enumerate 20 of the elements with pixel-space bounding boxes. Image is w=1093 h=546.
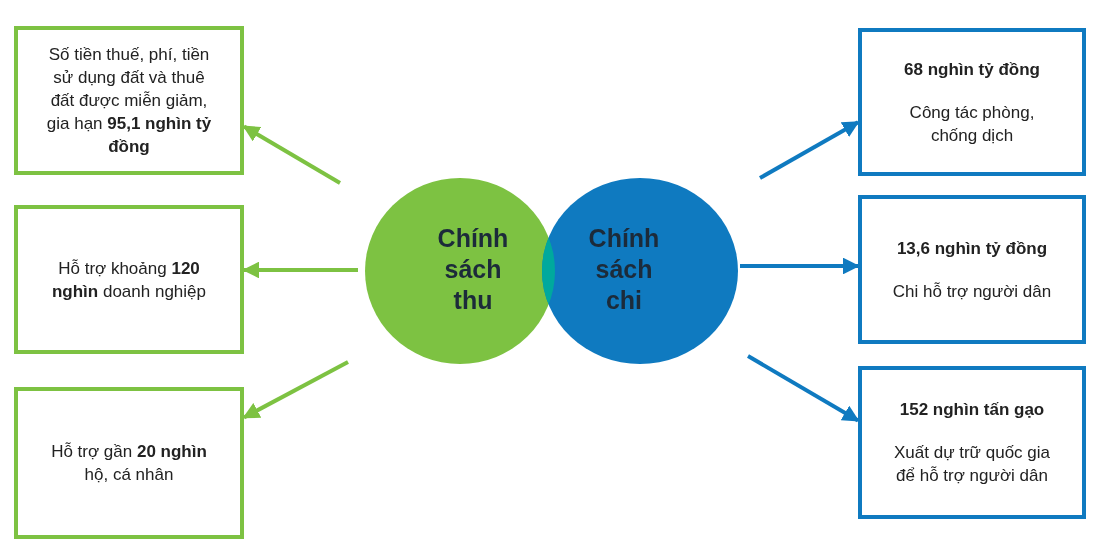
info-box xyxy=(14,26,244,175)
info-box xyxy=(14,205,244,354)
info-box xyxy=(14,387,244,539)
circle-label: Chính sách thu xyxy=(436,223,510,316)
box-text: Số tiền thuế, phí, tiền sử dụng đất và thuê đất được miễn giảm, gia hạn 95,1 nghìn tỷ đồng xyxy=(45,44,213,158)
box-text: Hỗ trợ gần 20 nghìn hộ, cá nhân xyxy=(50,441,208,486)
box-text: Chi hỗ trợ người dân xyxy=(892,280,1052,303)
box-text: Xuất dự trữ quốc gia để hỗ trợ người dân xyxy=(893,442,1051,487)
arrow xyxy=(747,354,860,423)
info-box xyxy=(858,366,1086,519)
info-box xyxy=(858,28,1086,176)
info-box xyxy=(858,195,1086,344)
box-text: Hỗ trợ khoảng 120 nghìn doanh nghiệp xyxy=(50,257,207,303)
box-text: Công tác phòng, chống dịch xyxy=(908,101,1036,147)
box-heading: 13,6 nghìn tỷ đồng xyxy=(896,237,1048,260)
arrow xyxy=(740,257,860,275)
arrow xyxy=(759,120,860,180)
circle-label: Chính sách chi xyxy=(587,223,661,316)
box-heading: 68 nghìn tỷ đồng xyxy=(904,58,1040,81)
box-heading: 152 nghìn tấn gạo xyxy=(899,399,1045,421)
